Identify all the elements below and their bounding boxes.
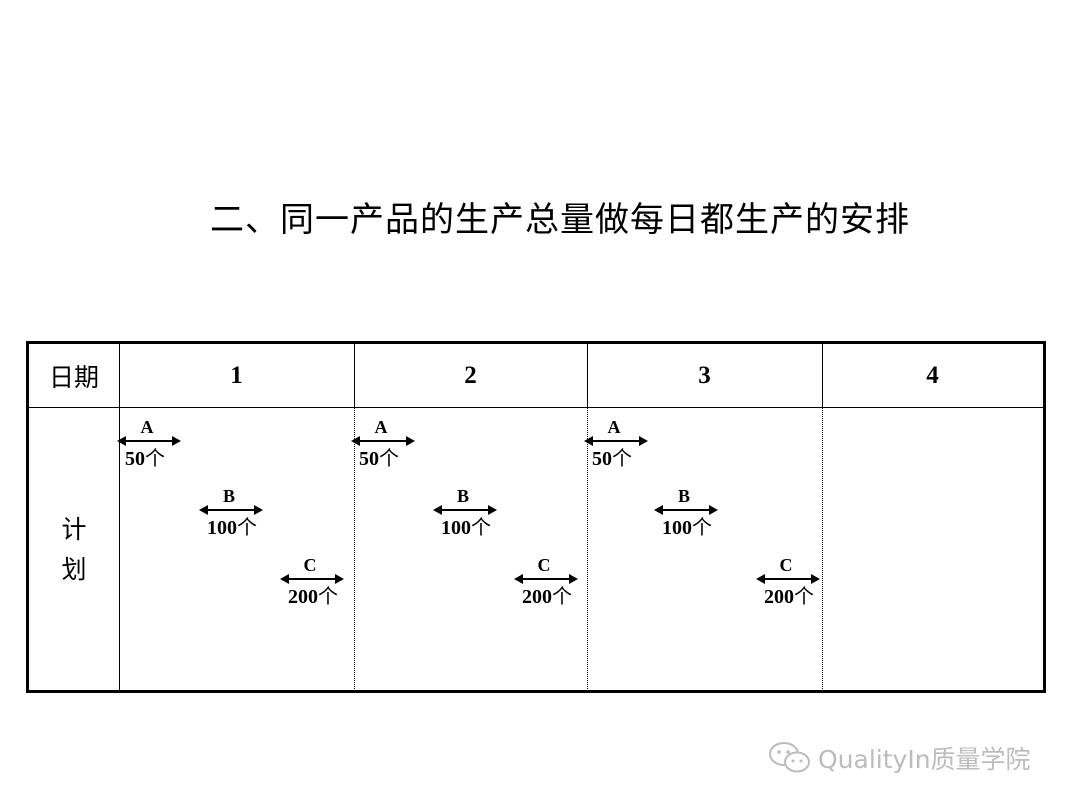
double-arrow-icon <box>117 436 181 446</box>
column-divider <box>822 344 823 407</box>
task-block-day2-b: B 100个 <box>433 486 503 546</box>
day-header-3: 3 <box>698 361 711 389</box>
wechat-icon <box>769 742 810 773</box>
column-divider-dotted <box>822 407 823 693</box>
task-product-label: A <box>140 417 154 437</box>
double-arrow-icon <box>433 505 497 515</box>
double-arrow-icon <box>351 436 415 446</box>
header-row <box>29 344 1043 408</box>
task-quantity: 50个 <box>359 446 399 470</box>
task-quantity: 200个 <box>522 584 572 608</box>
watermark-text: QualityIn质量学院 <box>818 745 1031 774</box>
column-divider-dotted <box>354 407 355 693</box>
double-arrow-icon <box>280 574 344 584</box>
task-quantity: 200个 <box>288 584 338 608</box>
task-quantity: 50个 <box>125 446 165 470</box>
task-product-label: A <box>607 417 621 437</box>
task-product-label: C <box>303 555 317 575</box>
task-quantity: 100个 <box>662 515 712 539</box>
task-quantity: 100个 <box>441 515 491 539</box>
day-header-4: 4 <box>926 361 939 389</box>
double-arrow-icon <box>199 505 263 515</box>
task-quantity: 200个 <box>764 584 814 608</box>
plan-label-char-2: 划 <box>61 555 87 584</box>
column-divider <box>587 344 588 407</box>
task-block-day2-c: C 200个 <box>514 555 584 615</box>
label-column <box>29 344 120 690</box>
task-product-label: C <box>537 555 551 575</box>
task-product-label: B <box>456 486 469 506</box>
task-block-day3-a: A 50个 <box>584 417 654 477</box>
task-block-day1-c: C 200个 <box>280 555 350 615</box>
day-header-1: 1 <box>230 361 243 389</box>
double-arrow-icon <box>584 436 648 446</box>
column-divider-dotted <box>587 407 588 693</box>
task-block-day3-c: C 200个 <box>756 555 826 615</box>
date-header-label: 日期 <box>48 362 99 392</box>
task-block-day3-b: B 100个 <box>654 486 724 546</box>
task-product-label: C <box>779 555 793 575</box>
column-divider <box>354 344 355 407</box>
task-product-label: B <box>222 486 235 506</box>
double-arrow-icon <box>756 574 820 584</box>
double-arrow-icon <box>654 505 718 515</box>
task-block-day2-a: A 50个 <box>351 417 421 477</box>
plan-row-label: 计 划 <box>29 407 119 693</box>
task-block-day1-a: A 50个 <box>117 417 187 477</box>
task-product-label: A <box>374 417 388 437</box>
plan-label-char-1: 计 <box>61 515 87 544</box>
double-arrow-icon <box>514 574 578 584</box>
task-quantity: 100个 <box>207 515 257 539</box>
watermark: QualityIn质量学院 <box>768 740 1031 776</box>
slide-title: 二、同一产品的生产总量做每日都生产的安排 <box>210 200 910 240</box>
day-header-2: 2 <box>464 361 477 389</box>
task-product-label: B <box>677 486 690 506</box>
task-quantity: 50个 <box>592 446 632 470</box>
task-block-day1-b: B 100个 <box>199 486 269 546</box>
schedule-table: 日期 1 2 3 4 计 划 A 50个 B 100个 C 200个 A 50个… <box>26 341 1046 693</box>
